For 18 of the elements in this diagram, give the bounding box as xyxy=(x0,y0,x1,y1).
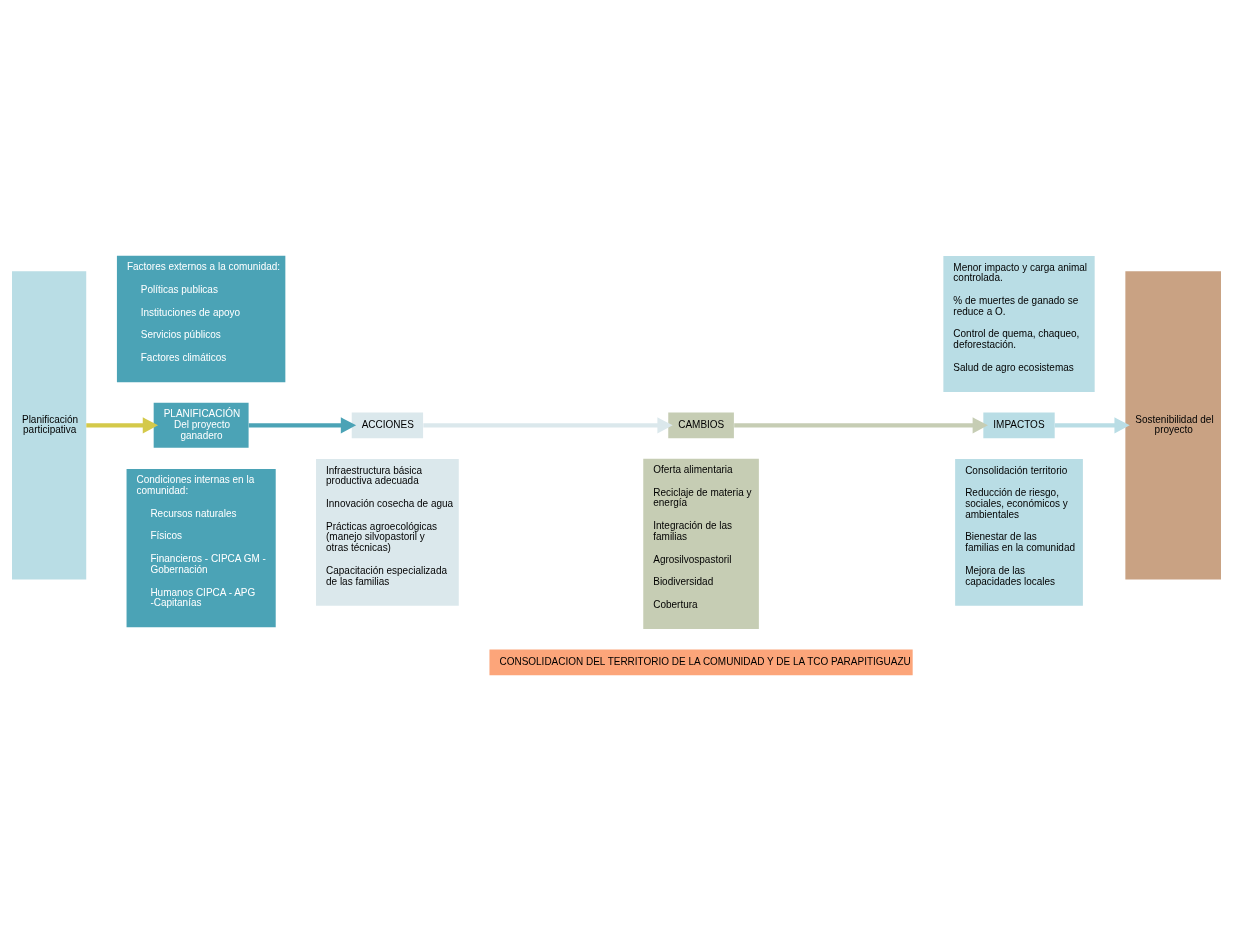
arrow xyxy=(734,416,988,433)
node-box: Condiciones internas en la comunidad: Recursos naturales Físicos Financieros - CIPCA GM - Gobernación Humanos CIPCA - APG -Capitanías xyxy=(126,468,276,627)
arrow xyxy=(1054,416,1130,433)
node-box: PLANIFICACIÓN Del proyecto ganadero xyxy=(153,402,249,448)
node-box: ACCIONES xyxy=(351,412,424,438)
arrow xyxy=(423,416,673,433)
node-box: Factores externos a la comunidad: Políticas publicas Instituciones de apoyo Servicios públicos Factores climáticos xyxy=(116,255,286,382)
arrow xyxy=(248,416,357,433)
node-box: Menor impacto y carga animal controlada. % de muertes de ganado se reduce a O. Control de quema, chaqueo, deforestación. Salud de agro ecosistemas xyxy=(943,255,1095,392)
node-box: Oferta alimentaria Reciclaje de materia y energía Integración de las familias Agrosilvospastoril Biodiversidad Cobertura xyxy=(643,458,759,629)
node-box: Sostenibilidad del proyecto xyxy=(1125,270,1221,579)
node-box: CONSOLIDACION DEL TERRITORIO DE LA COMUNIDAD Y DE LA TCO PARAPITIGUAZU xyxy=(489,648,913,675)
node-box: Consolidación territorio Reducción de riesgo, sociales, económicos y ambientales Bienestar de las familias en la comunidad Mejora de las capacidades locales xyxy=(955,458,1083,606)
node-box: CAMBIOS xyxy=(668,412,734,438)
arrow xyxy=(86,416,159,433)
node-box: IMPACTOS xyxy=(983,412,1055,438)
node-box: Planificación participativa xyxy=(12,270,87,579)
node-box: Infraestructura básica productiva adecuada Innovación cosecha de agua Prácticas agroecológicas (manejo silvopastoril y otras técnicas) Capacitación especializada de las familias xyxy=(316,458,459,606)
